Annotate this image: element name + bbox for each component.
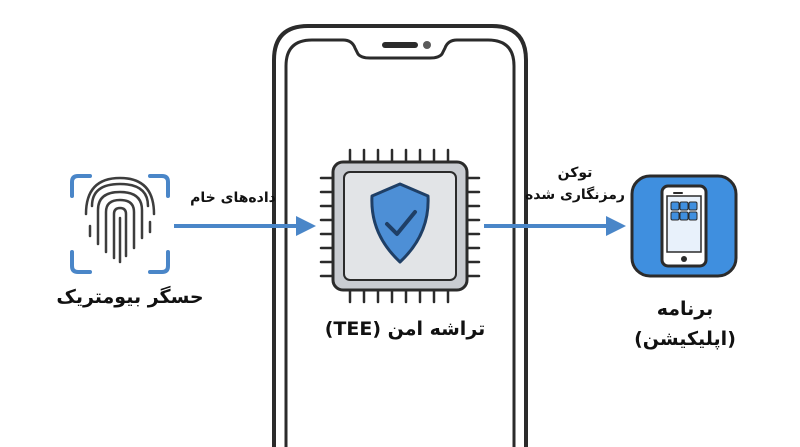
chip-pins (319, 148, 481, 304)
phone-outline (272, 24, 528, 447)
app-label: برنامه (اپلیکیشن) (600, 294, 770, 354)
shield-check-icon (370, 182, 430, 264)
token-label-line2: رمزنگاری شده (525, 187, 625, 203)
app-label-line2: (اپلیکیشن) (634, 328, 736, 350)
smartphone-app-icon (630, 174, 738, 278)
chip-icon (319, 148, 481, 304)
phone-camera (423, 41, 431, 49)
sensor-label: حسگر بیومتریک (56, 286, 204, 308)
raw-data-label: داده‌های خام (190, 190, 276, 206)
phone-speaker (382, 42, 418, 48)
fingerprint-sensor (70, 174, 170, 274)
app-grid (670, 201, 698, 221)
chip-label: تراشه امن (TEE) (324, 318, 486, 340)
app-label-line1: برنامه (656, 298, 714, 320)
sensor-frame (70, 174, 170, 274)
fingerprint-icon (84, 176, 156, 264)
token-label-line1: توکن (557, 165, 593, 181)
encrypted-token-label: توکن رمزنگاری شده (520, 162, 630, 206)
